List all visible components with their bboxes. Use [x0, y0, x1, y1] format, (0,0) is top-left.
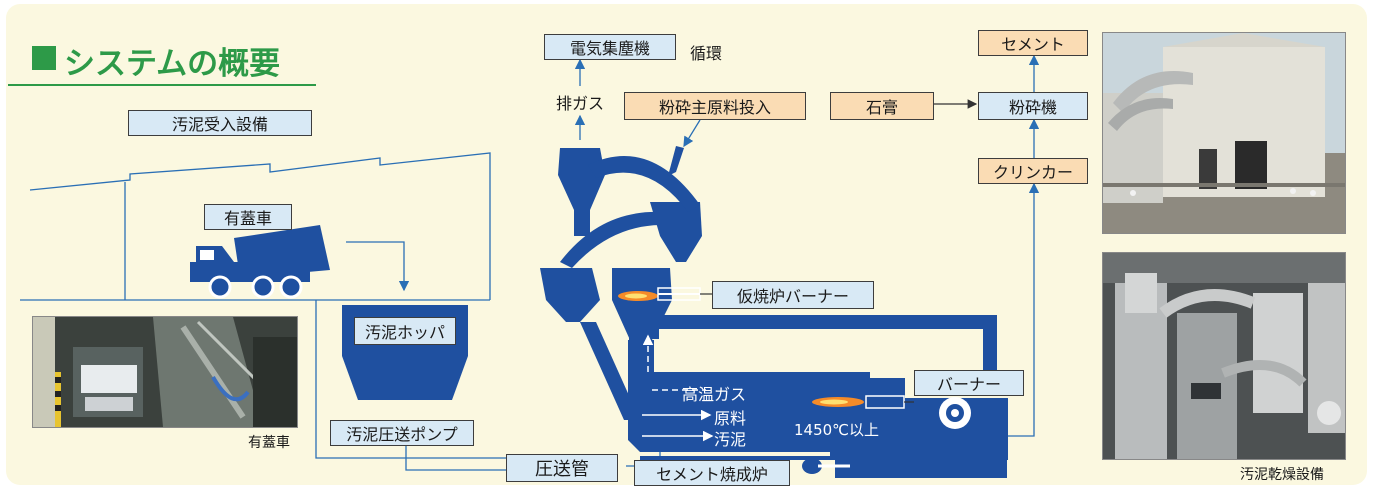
pressure-pipe-box: 圧送管 [506, 454, 618, 482]
sludge-dryer-photo [1102, 252, 1346, 460]
fan-icon [939, 397, 971, 429]
sludge-hopper-box: 汚泥ホッパ [354, 317, 456, 345]
calciner-burner-box: 仮焼炉バーナー [712, 281, 874, 309]
mill-box: 粉砕機 [978, 92, 1088, 120]
covered-truck-box: 有蓋車 [204, 204, 292, 230]
page-title: システムの概要 [64, 46, 281, 82]
sludge-receiving-box: 汚泥受入設備 [128, 110, 312, 136]
cement-box: セメント [978, 30, 1088, 56]
title-underline [8, 84, 316, 86]
temperature-label: 1450℃以上 [794, 421, 880, 439]
sludge-flow-label: 汚泥 [714, 430, 747, 449]
dust-collector-box: 電気集塵機 [544, 34, 676, 60]
hot-gas-label: 高温ガス [682, 385, 747, 404]
cement-kiln-icon [540, 148, 1008, 478]
gypsum-box: 石膏 [830, 92, 934, 120]
truck-photo-caption: 有蓋車 [248, 435, 290, 451]
circulation-label: 循環 [690, 44, 723, 63]
hot-gas-duct [629, 315, 997, 380]
factory-exterior-photo [1102, 32, 1346, 234]
exhaust-label: 排ガス [556, 94, 605, 113]
building-outline [29, 152, 491, 300]
truck-bay-photo [32, 316, 298, 428]
feed-chute [668, 146, 684, 176]
dump-truck-icon [190, 225, 330, 299]
dryer-photo-caption: 汚泥乾燥設備 [1240, 467, 1324, 483]
kiln-box: セメント焼成炉 [634, 460, 790, 486]
raw-feed-box: 粉砕主原料投入 [624, 92, 806, 120]
sludge-pump-box: 汚泥圧送ポンプ [330, 420, 474, 446]
raw-material-label: 原料 [714, 409, 747, 428]
clinker-box: クリンカー [978, 158, 1088, 184]
motor-icon [802, 458, 850, 474]
burner-box: バーナー [914, 370, 1024, 396]
title-square-icon [32, 46, 56, 70]
